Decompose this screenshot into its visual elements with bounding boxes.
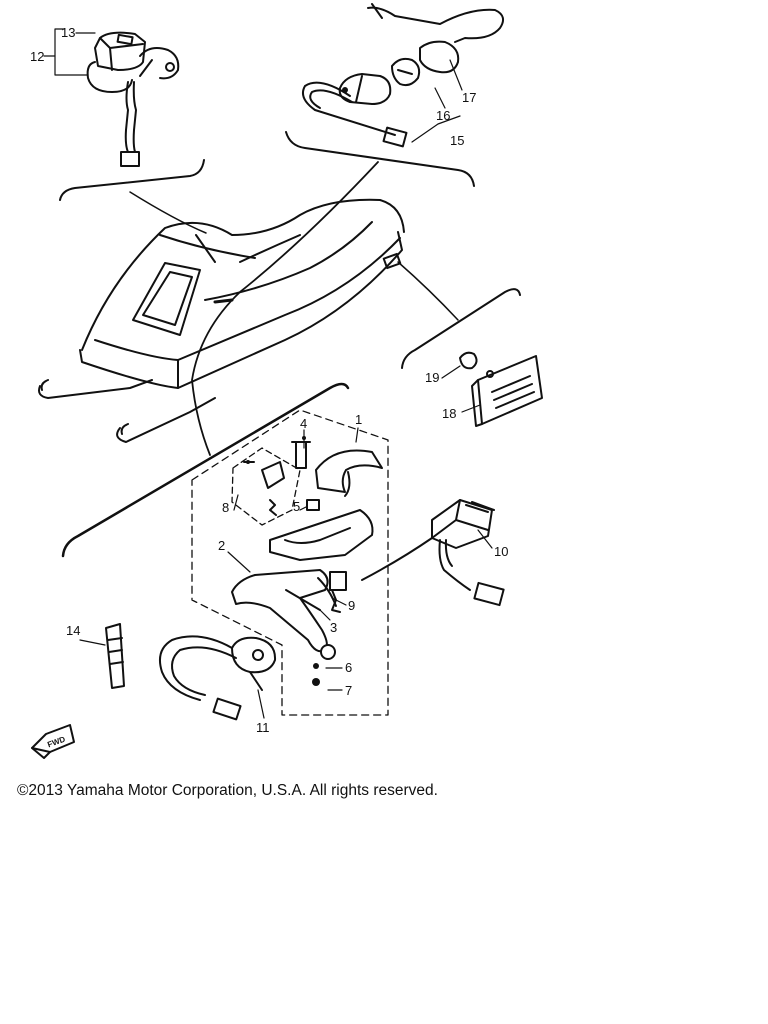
main-switch-assembly [302, 3, 505, 148]
taillight-assembly [459, 351, 543, 427]
callout-13: 13 [61, 25, 75, 40]
callout-10: 10 [494, 544, 508, 559]
throttle-assembly [231, 441, 383, 660]
leader-wire-main-switch [191, 161, 379, 456]
frame-curve-top-right [285, 131, 475, 187]
callout-16: 16 [436, 108, 450, 123]
copyright-notice: ©2013 Yamaha Motor Corporation, U.S.A. A… [17, 782, 438, 799]
callout-1: 1 [355, 412, 362, 427]
leader-wire-taillight [397, 261, 459, 321]
callout-5: 5 [293, 499, 300, 514]
callout-3: 3 [330, 620, 337, 635]
callout-numbers: 13 12 17 16 15 19 18 1 4 8 5 2 10 9 3 14… [30, 25, 508, 735]
callout-19: 19 [425, 370, 439, 385]
callout-9: 9 [348, 598, 355, 613]
dashed-assembly-box [191, 409, 389, 716]
callout-14: 14 [66, 623, 80, 638]
callout-4: 4 [300, 416, 307, 431]
snowmobile-skis [38, 379, 216, 443]
throttle-switch-assembly [159, 635, 277, 721]
dashed-subbox-8 [231, 447, 301, 526]
callout-18: 18 [442, 406, 456, 421]
parts-diagram: 13 12 17 16 15 19 18 1 4 8 5 2 10 9 3 14… [30, 3, 543, 759]
frame-curve-top-left [59, 159, 205, 201]
callout-2: 2 [218, 538, 225, 553]
small-hardware [246, 87, 348, 686]
callout-8: 8 [222, 500, 229, 515]
frame-curve-lower [61, 382, 350, 558]
fwd-arrow-icon [31, 724, 75, 759]
callout-11: 11 [256, 720, 270, 735]
callout-leaders [43, 28, 493, 719]
leader-wire-kill-switch [129, 191, 207, 234]
kill-switch-assembly [86, 31, 180, 167]
relay-assembly [361, 499, 505, 607]
callout-15: 15 [450, 133, 464, 148]
callout-17: 17 [462, 90, 476, 105]
callout-7: 7 [345, 683, 352, 698]
cable-strap [105, 623, 125, 689]
callout-12: 12 [30, 49, 44, 64]
callout-6: 6 [345, 660, 352, 675]
frame-curve-mid-right [401, 288, 521, 369]
snowmobile-body [79, 198, 405, 389]
